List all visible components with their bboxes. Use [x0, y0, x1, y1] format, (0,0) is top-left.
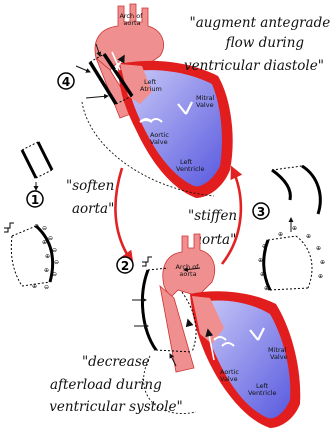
augment-quote: "augment antegrade flow during ventricul… — [184, 15, 334, 74]
svg-text:2: 2 — [121, 259, 129, 273]
svg-text:⊖: ⊖ — [54, 259, 59, 266]
soften-quote: "soften aorta" — [66, 178, 119, 217]
svg-text:⊕: ⊕ — [44, 267, 49, 274]
stiff-segment-before — [264, 236, 312, 290]
stiff-segment-after — [272, 166, 320, 214]
step-4-marker: 4 — [58, 73, 74, 89]
top-heart: Arch of aorta Left Atrium Mitral Valve A… — [76, 4, 233, 198]
svg-text:⊕: ⊕ — [292, 225, 297, 232]
svg-text:⊕: ⊕ — [316, 245, 321, 252]
svg-text:⊕: ⊕ — [32, 283, 37, 290]
decrease-quote: "decrease afterload during ventricular s… — [49, 354, 182, 415]
svg-text:⊕: ⊕ — [260, 271, 265, 278]
svg-text:⊕: ⊕ — [262, 243, 267, 250]
soft-segment-before — [22, 142, 52, 178]
svg-text:⊕: ⊕ — [264, 285, 269, 292]
svg-text:⊕: ⊕ — [318, 273, 323, 280]
soft-segment-signs: ⊖ ⊖ ⊖ ⊖ ⊖ ⊖ ⊕ ⊕ ⊕ ⊕ ⊕ — [32, 223, 59, 291]
svg-text:⊖: ⊖ — [42, 225, 47, 232]
svg-text:⊖: ⊖ — [44, 284, 49, 291]
svg-text:⊕: ⊕ — [42, 239, 47, 246]
svg-text:1: 1 — [31, 193, 39, 207]
svg-text:⊖: ⊖ — [52, 271, 57, 278]
bottom-descending-aorta — [160, 286, 194, 372]
svg-text:⊕: ⊕ — [320, 259, 325, 266]
svg-text:⊕: ⊕ — [45, 253, 50, 260]
bottom-mitral-valve-label: Mitral Valve — [268, 346, 289, 361]
svg-text:4: 4 — [62, 75, 70, 89]
step-1-marker: 1 — [27, 191, 43, 207]
step-3-marker: 3 — [253, 203, 269, 219]
svg-text:3: 3 — [257, 205, 265, 219]
svg-text:⊕: ⊕ — [34, 223, 39, 230]
svg-text:⊖: ⊖ — [52, 247, 57, 254]
svg-text:⊕: ⊕ — [258, 257, 263, 264]
svg-text:⊕: ⊕ — [278, 231, 283, 238]
arrow-to-systole — [115, 168, 132, 262]
step-2-marker: 2 — [117, 257, 133, 273]
svg-text:⊕: ⊕ — [306, 233, 311, 240]
svg-text:⊖: ⊖ — [48, 235, 53, 242]
top-mitral-valve-label: Mitral Valve — [196, 94, 217, 109]
